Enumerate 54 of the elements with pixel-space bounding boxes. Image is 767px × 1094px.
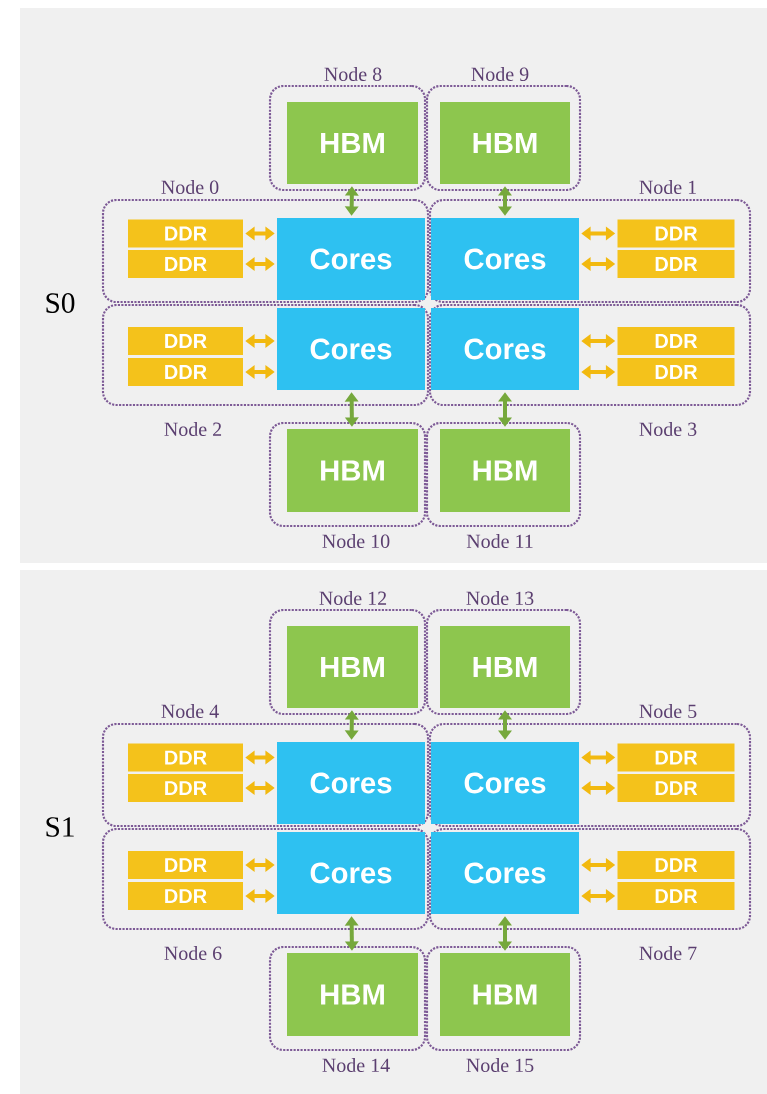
hbm-box: HBM [440, 953, 570, 1036]
ddr-box: DDR [128, 358, 243, 386]
node-label: Node 9 [471, 66, 529, 82]
hbm-box: HBM [440, 102, 570, 184]
ddr-box: DDR [617, 250, 735, 278]
ddr-box: DDR [128, 219, 243, 248]
node-label: Node 7 [639, 945, 697, 961]
node-label: DDR [165, 750, 207, 765]
ddr-box: DDR [617, 219, 735, 248]
node-label: Node 1 [639, 179, 696, 195]
cores-box: Cores [277, 218, 425, 300]
cores-box: Cores [431, 742, 579, 824]
cores-box: Cores [431, 308, 579, 390]
node-label: DDR [165, 226, 207, 241]
socket-label: S1 [46, 817, 74, 837]
hbm-box: HBM [440, 429, 570, 512]
node-label: Node 10 [322, 533, 390, 549]
node-label: Node 6 [164, 945, 222, 961]
cores-box: Cores [431, 218, 579, 300]
node-label: Node 2 [164, 421, 222, 437]
node-label: DDR [655, 750, 698, 765]
ddr-box: DDR [128, 774, 243, 802]
node-label: Node 13 [466, 590, 534, 606]
node-label: Node 11 [466, 533, 533, 549]
hbm-box: HBM [287, 953, 418, 1036]
ddr-box: DDR [128, 327, 243, 355]
node-label: Node 3 [639, 421, 697, 437]
cores-box: Cores [277, 308, 425, 390]
node-label: Node 14 [322, 1057, 390, 1073]
node-label: Node 12 [319, 590, 387, 606]
node-label: Node 0 [161, 179, 219, 195]
ddr-box: DDR [617, 851, 735, 879]
ddr-box: DDR [128, 882, 243, 910]
cores-box: Cores [277, 742, 425, 824]
node-label: Node 15 [466, 1057, 534, 1073]
hbm-box: HBM [440, 626, 570, 708]
ddr-box: DDR [128, 851, 243, 879]
ddr-box: DDR [617, 743, 735, 772]
ddr-box: DDR [617, 882, 735, 910]
hbm-box: HBM [287, 429, 418, 512]
node-label: Node 8 [324, 66, 382, 82]
ddr-box: DDR [128, 250, 243, 278]
hbm-box: HBM [287, 102, 418, 184]
cores-box: Cores [431, 832, 579, 914]
socket-label: S0 [46, 293, 75, 313]
node-label: Node 4 [161, 703, 219, 719]
ddr-box: DDR [617, 327, 735, 355]
node-label: Node 5 [639, 703, 697, 719]
ddr-box: DDR [617, 358, 735, 386]
hbm-box: HBM [287, 626, 418, 708]
node-label: DDR [655, 226, 698, 241]
cores-box: Cores [277, 832, 425, 914]
ddr-box: DDR [128, 743, 243, 772]
ddr-box: DDR [617, 774, 735, 802]
